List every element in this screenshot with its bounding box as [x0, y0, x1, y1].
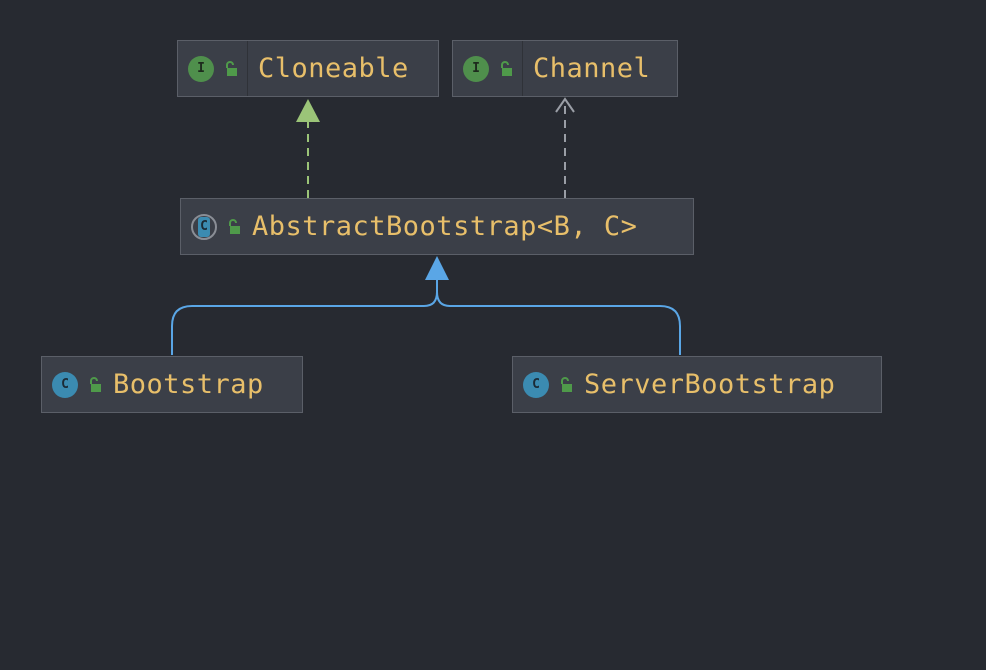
- class-name: ServerBootstrap: [584, 369, 836, 400]
- node-cloneable[interactable]: I Cloneable: [177, 40, 439, 97]
- unlock-icon: [501, 60, 512, 76]
- dependency-arrowhead: [555, 97, 575, 113]
- abstract-class-icon-letter: C: [198, 216, 210, 237]
- class-name: AbstractBootstrap<B, C>: [252, 211, 638, 242]
- interface-icon: I: [463, 55, 489, 82]
- node-server-bootstrap[interactable]: C ServerBootstrap: [512, 356, 882, 413]
- unlock-icon: [229, 218, 240, 234]
- class-name: Channel: [533, 53, 651, 84]
- node-channel[interactable]: I Channel: [452, 40, 678, 97]
- node-badges: C: [513, 357, 574, 412]
- extends-arrowhead: [425, 256, 449, 280]
- node-bootstrap[interactable]: C Bootstrap: [41, 356, 303, 413]
- node-badges: C: [42, 357, 103, 412]
- abstract-class-icon: C: [191, 213, 217, 240]
- edge-extends-server-bootstrap: [436, 291, 681, 355]
- implements-arrowhead: [296, 99, 320, 122]
- unlock-icon: [561, 376, 572, 392]
- unlock-icon: [226, 60, 237, 76]
- node-badges: I: [178, 41, 248, 96]
- edge-extends-bootstrap: [171, 280, 438, 355]
- class-icon: C: [523, 371, 549, 398]
- node-abstract-bootstrap[interactable]: C AbstractBootstrap<B, C>: [180, 198, 694, 255]
- class-icon: C: [52, 371, 78, 398]
- class-name: Bootstrap: [113, 369, 264, 400]
- unlock-icon: [90, 376, 101, 392]
- class-name: Cloneable: [258, 53, 409, 84]
- node-badges: C: [181, 199, 242, 254]
- interface-icon: I: [188, 55, 214, 82]
- node-badges: I: [453, 41, 523, 96]
